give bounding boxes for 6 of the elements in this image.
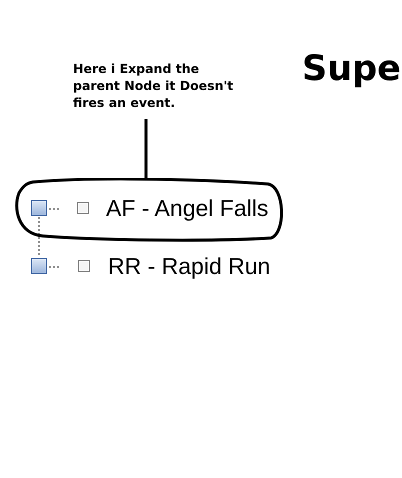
tree-line bbox=[38, 217, 40, 257]
annotation-text: Here i Expand the parent Node it Doesn't fires an event. bbox=[73, 60, 243, 111]
heading-text: Supe bbox=[302, 48, 401, 91]
leader-line bbox=[144, 119, 148, 180]
tree-item-label: RR - Rapid Run bbox=[108, 252, 270, 280]
tree-item-label: AF - Angel Falls bbox=[106, 194, 268, 222]
